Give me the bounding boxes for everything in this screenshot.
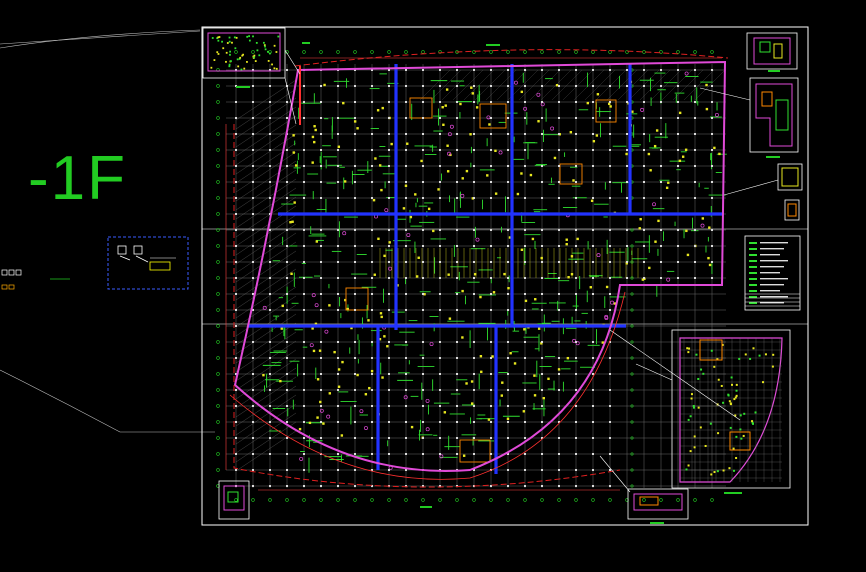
- detail-small-right: [777, 163, 803, 221]
- detail-bottom-left: [218, 480, 250, 520]
- detail-bottom-center: [627, 488, 689, 524]
- model-space-leaders: [0, 29, 215, 433]
- boundary-red-line: [233, 49, 729, 488]
- dimension-labels: [302, 42, 500, 508]
- pipe-network: [262, 71, 727, 473]
- building-outline: [233, 60, 727, 472]
- curved-boundary: [229, 291, 626, 480]
- detail-mid-right: [749, 77, 799, 158]
- top-left-leaders: [284, 49, 779, 493]
- sheet-frame: [201, 26, 809, 526]
- enlarged-plan-grid: [680, 338, 782, 482]
- left-note-block: [107, 236, 189, 290]
- detail-top-right: [746, 32, 798, 72]
- left-small-icons: [1, 269, 70, 290]
- main-beams: [248, 64, 722, 474]
- dimension-lines: [225, 57, 722, 491]
- hatch-pattern: [235, 69, 726, 472]
- floor-label: -1F: [28, 144, 127, 213]
- enlarged-plan-lower-right: [671, 329, 791, 494]
- legend-table: [744, 235, 801, 311]
- key-plan-top-left: [202, 27, 286, 88]
